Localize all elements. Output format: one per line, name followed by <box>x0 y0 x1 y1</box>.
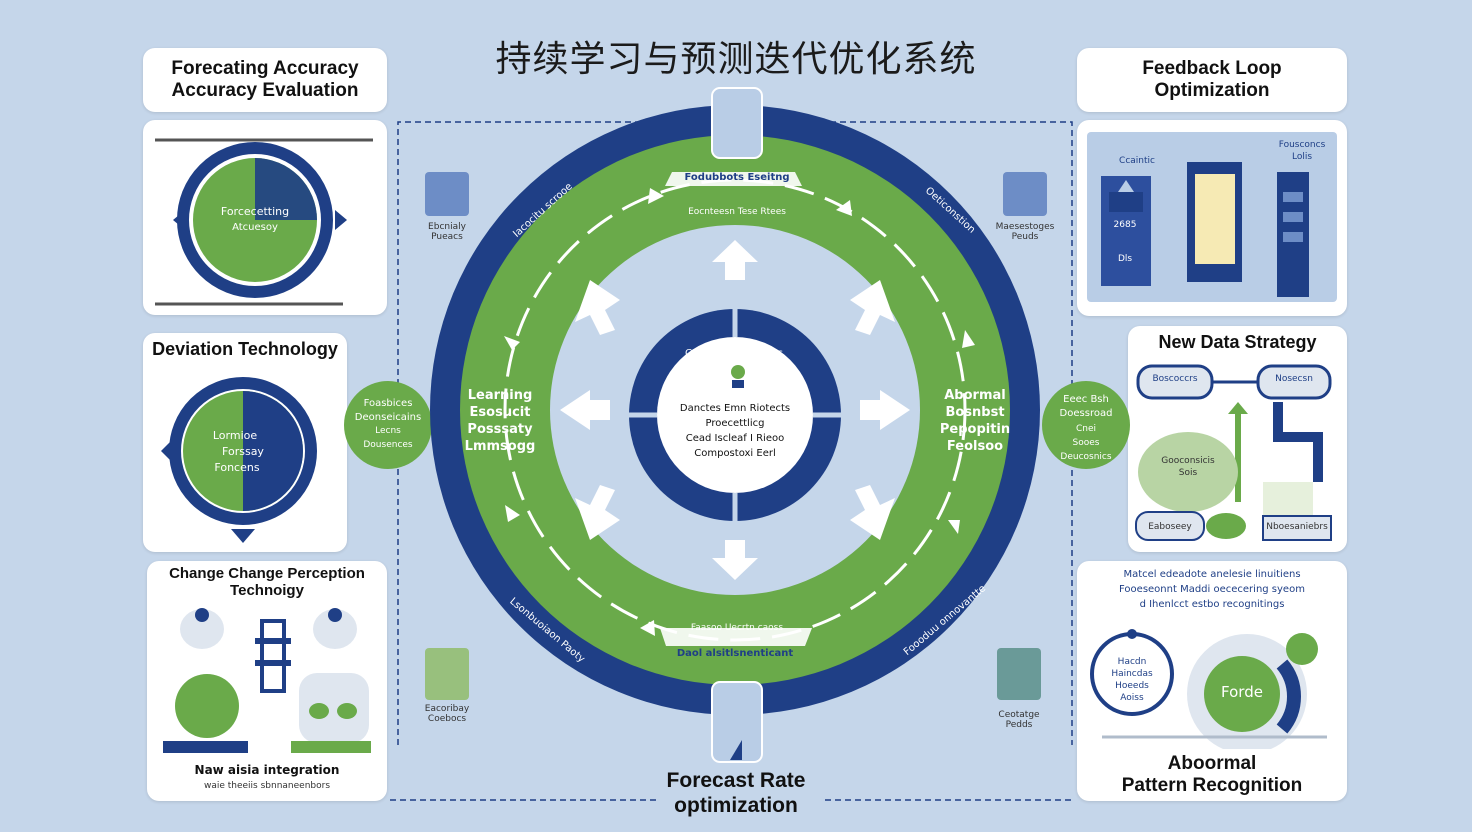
icon-tile-top-right <box>1003 172 1047 216</box>
change-perception-graphic <box>163 608 371 753</box>
right-bubble-text-4: Sooes <box>1072 438 1100 448</box>
arrow-top-sublabel: Eocnteesn Tese Rtees <box>688 207 786 217</box>
deviation-graphic: Lormioe Forssay Foncens <box>161 377 317 543</box>
green-ring-right-2: Bosnbst <box>945 405 1005 420</box>
change-caption-line1: Naw aisia integration <box>194 763 340 777</box>
green-ring-left-4: Lmmsogg <box>464 439 536 454</box>
icon-tile-bottom-left <box>425 648 469 700</box>
strategy-mid-label-2: Sois <box>1178 468 1198 478</box>
feedback-label-right-1: Fousconcs <box>1278 140 1326 150</box>
deviation-title: Deviation Technology <box>152 339 338 359</box>
pattern-left-circle-4: Aoiss <box>1120 693 1144 703</box>
feedback-tower-label-1: 2685 <box>1113 220 1137 230</box>
pattern-left-circle-2: Haincdas <box>1111 669 1153 679</box>
deviation-circle-line2: Forssay <box>222 445 264 458</box>
arrow-bottom-label: Daol alsitlsnenticant <box>676 648 794 659</box>
left-bubble <box>344 381 432 469</box>
forecast-circle-line1: Forcecetting <box>221 205 289 218</box>
bottom-tower-icon <box>711 681 763 763</box>
arrow-bottom-sublabel: Faasoo Uecrtn caoss <box>690 623 784 633</box>
change-perception-title: Change Change Perception Technoigy <box>169 565 365 599</box>
left-bubble-text-3: Lecns <box>375 426 401 436</box>
icon-tile-bottom-right <box>997 648 1041 700</box>
left-bubble-text-1: Foasbices <box>363 398 413 409</box>
core-plant-icon <box>731 365 745 379</box>
pattern-desc-line1: Matcel edeadote anelesie linuitiens <box>1123 569 1301 580</box>
core-top-label: Cnelish ilt: lnieaties <box>684 348 784 359</box>
core-line2: Proecettlicg <box>705 418 765 429</box>
icon-top-left-label: Ebcnialy Pueacs <box>428 222 466 242</box>
core-center <box>657 337 813 493</box>
pattern-desc-line2: Fooeseonnt Maddi oececering syeom <box>1119 584 1305 595</box>
strategy-mid-label-1: Gooconsicis <box>1161 456 1215 466</box>
pattern-inner-circle: Forde <box>1221 683 1263 701</box>
strategy-bottom-left: Eaboseey <box>1148 522 1192 532</box>
green-ring-right-4: Feolsoo <box>946 439 1004 454</box>
deviation-circle-line1: Lormioe <box>213 429 257 442</box>
green-ring-left-3: Posssaty <box>467 422 533 437</box>
strategy-bottom-right: Nboesaniebrs <box>1266 522 1328 532</box>
pattern-graphic <box>1090 629 1327 749</box>
core-line3: Cead Iscleaf I Rieoo <box>685 433 785 444</box>
green-ring-right-3: Pepopitin <box>939 422 1011 437</box>
change-caption-line2: waie theeiis sbnnaneenbors <box>203 781 331 791</box>
green-ring-right-1: Abormal <box>944 388 1006 403</box>
deviation-technology-card: Deviation Technology Lormioe Forssay Fon… <box>143 333 347 552</box>
feedback-graphic <box>1101 162 1309 297</box>
change-perception-card: Change Change Perception Technoigy Naw a… <box>147 561 387 801</box>
feedback-label-right-2: Lolis <box>1291 152 1313 162</box>
top-tower-icon <box>711 87 763 159</box>
new-data-strategy-card: New Data Strategy Boscoccrs Nosecsn Gooc… <box>1128 326 1347 552</box>
right-bubble <box>1042 381 1130 469</box>
right-bubble-text-3: Cnei <box>1075 424 1097 434</box>
icon-bottom-right-label: Ceotatge Pedds <box>998 710 1040 730</box>
forecast-accuracy-card: Forcecetting Atcuesoy <box>143 120 387 315</box>
left-bubble-text-2: Deonseicains <box>354 412 422 423</box>
right-bubble-text-2: Doessroad <box>1059 408 1113 419</box>
deviation-circle-line3: Foncens <box>214 461 259 474</box>
feedback-tower-label-2: Dls <box>1117 254 1133 264</box>
forecast-cycle-graphic: Forcecetting Atcuesoy <box>155 138 373 306</box>
forecast-circle-line2: Atcuesoy <box>232 222 278 233</box>
bottom-title: Forecast Rate optimization <box>666 769 806 817</box>
pattern-desc-line3: d Ihenlcct estbo recognitings <box>1139 599 1285 610</box>
core-line4: Compostoxi Eerl <box>694 448 776 459</box>
core-line1: Danctes Emn Riotects <box>679 403 791 414</box>
strategy-pill-left: Boscoccrs <box>1152 374 1198 384</box>
page-title: 持续学习与预测迭代优化系统 <box>495 39 977 80</box>
pattern-left-circle-3: Hoeeds <box>1115 681 1149 691</box>
pattern-left-circle-1: Hacdn <box>1117 657 1147 667</box>
icon-tile-top-left <box>425 172 469 216</box>
abnormal-pattern-card: Matcel edeadote anelesie linuitiens Fooe… <box>1077 561 1347 801</box>
pattern-title: Aboormal Pattern Recognition <box>1121 753 1303 796</box>
feedback-loop-card: Ccaintic Fousconcs Lolis 2685 Dls <box>1077 120 1347 316</box>
green-ring-left-1: Learning <box>467 388 533 403</box>
right-bubble-text-5: Deucosnics <box>1060 452 1112 462</box>
feedback-label-left: Ccaintic <box>1119 156 1155 166</box>
left-bubble-text-4: Dousences <box>363 440 413 450</box>
strategy-pill-right: Nosecsn <box>1275 374 1313 384</box>
strategy-title: New Data Strategy <box>1158 332 1317 352</box>
right-bubble-text-1: Eeec Bsh <box>1063 394 1109 405</box>
green-ring-left-2: Esosucit <box>469 405 531 420</box>
arrow-top-label: Fodubbots Eseitng <box>684 172 790 183</box>
icon-bottom-left-label: Eacoribay Coebocs <box>424 704 470 724</box>
strategy-graphic <box>1135 364 1332 541</box>
icon-top-right-label: Maesestoges Peuds <box>995 222 1055 242</box>
